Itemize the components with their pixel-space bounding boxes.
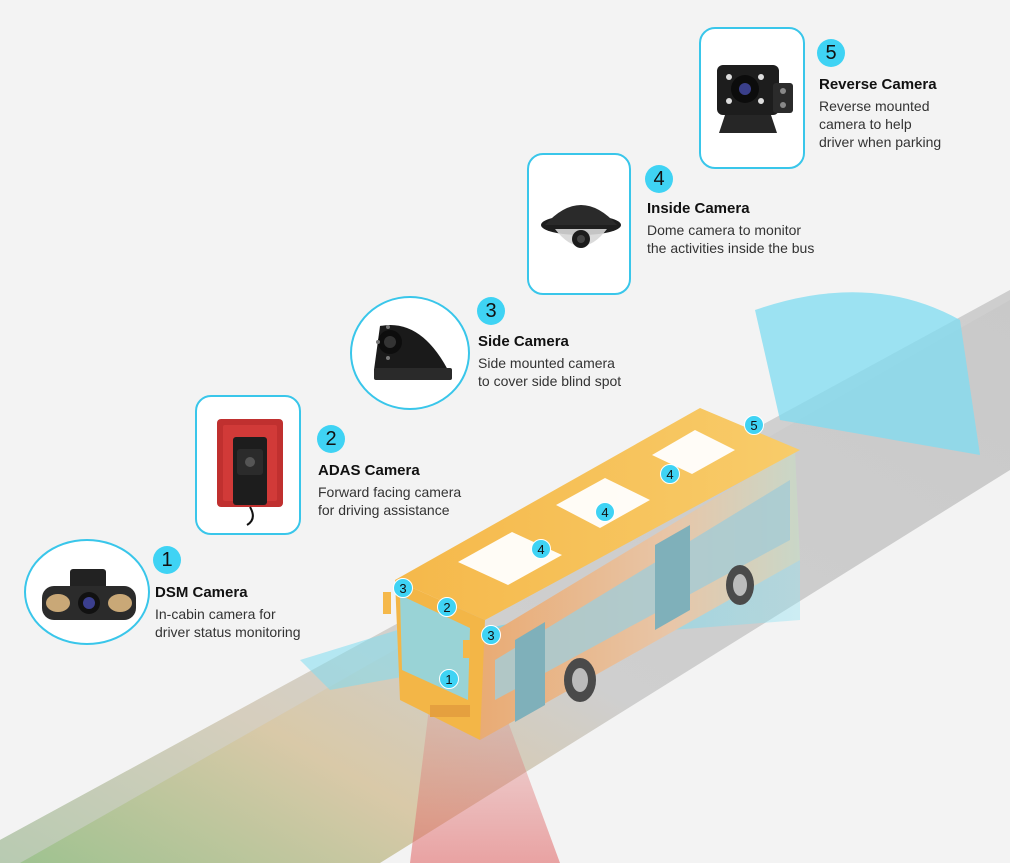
dsm-badge: 1 (153, 546, 181, 574)
side-desc-line: to cover side blind spot (478, 373, 622, 389)
reverse-desc-line: driver when parking (819, 134, 942, 150)
dome-camera-icon (541, 205, 621, 248)
inside-desc-line: the activities inside the bus (647, 240, 815, 256)
side-title: Side Camera (478, 333, 569, 350)
inside-title: Inside Camera (647, 200, 750, 217)
side-badge: 3 (477, 297, 505, 325)
reverse-camera-thumbnail (699, 27, 805, 169)
dsm-cone (410, 700, 560, 863)
adas-desc-line: Forward facing camera (318, 484, 462, 500)
adas-badge: 2 (317, 425, 345, 453)
dsm-title: DSM Camera (155, 584, 248, 601)
reverse-title: Reverse Camera (819, 76, 937, 93)
bus-marker-inside-1: 4 (531, 539, 551, 559)
inside-badge: 4 (645, 165, 673, 193)
adas-desc: Forward facing camera for driving assist… (318, 483, 461, 519)
dsm-camera-thumbnail (24, 539, 150, 645)
side-desc-line: Side mounted camera (478, 355, 615, 371)
bus-marker-side-left: 3 (393, 578, 413, 598)
reverse-cone (755, 292, 980, 455)
dsm-desc: In-cabin camera for driver status monito… (155, 605, 301, 641)
bus-marker-side-right: 3 (481, 625, 501, 645)
reverse-camera-icon (717, 65, 793, 133)
adas-desc-line: for driving assistance (318, 502, 450, 518)
dsm-camera-icon (42, 569, 136, 620)
inside-camera-thumbnail (527, 153, 631, 295)
bus-marker-dsm: 1 (439, 669, 459, 689)
side-camera-icon (374, 325, 452, 380)
reverse-desc: Reverse mounted camera to help driver wh… (819, 97, 941, 151)
side-camera-thumbnail (350, 296, 470, 410)
adas-camera-icon (217, 419, 283, 526)
reverse-desc-line: camera to help (819, 116, 912, 132)
dsm-desc-line: driver status monitoring (155, 624, 301, 640)
dsm-desc-line: In-cabin camera for (155, 606, 276, 622)
bus-marker-adas: 2 (437, 597, 457, 617)
inside-desc-line: Dome camera to monitor (647, 222, 802, 238)
side-desc: Side mounted camera to cover side blind … (478, 354, 621, 390)
adas-camera-thumbnail (195, 395, 301, 535)
bus-marker-reverse: 5 (744, 415, 764, 435)
bus-marker-inside-2: 4 (595, 502, 615, 522)
reverse-badge: 5 (817, 39, 845, 67)
reverse-desc-line: Reverse mounted (819, 98, 930, 114)
adas-title: ADAS Camera (318, 462, 420, 479)
bus-marker-inside-3: 4 (660, 464, 680, 484)
inside-desc: Dome camera to monitor the activities in… (647, 221, 814, 257)
